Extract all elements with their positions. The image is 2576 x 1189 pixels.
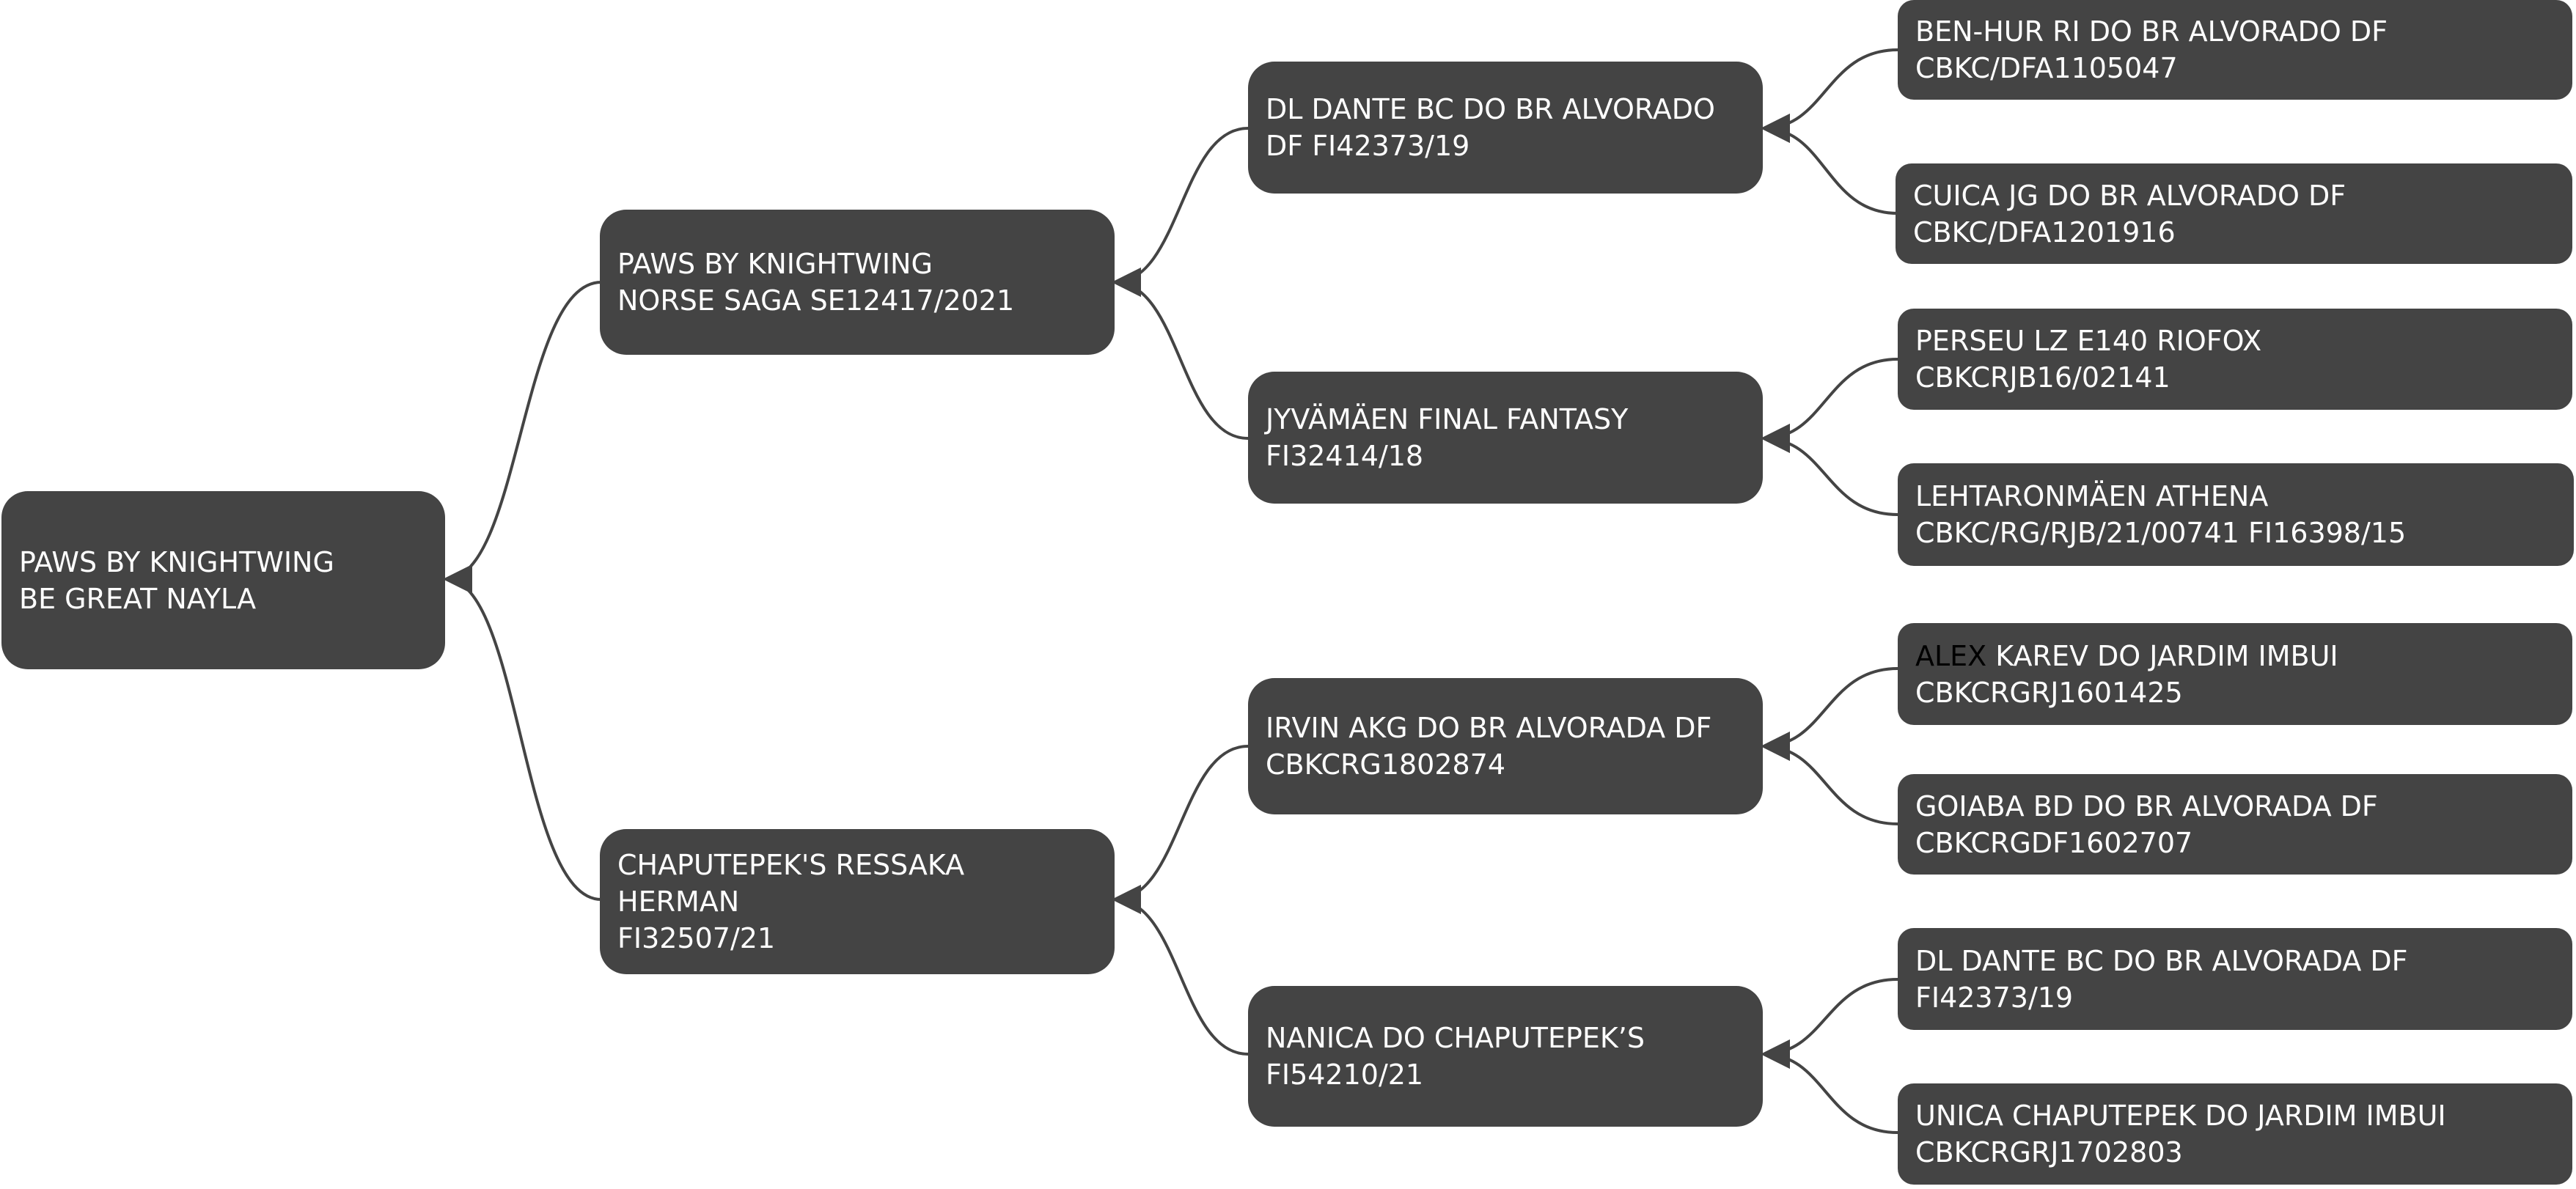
subject-name-line2: BE GREAT NAYLA [19, 582, 257, 615]
connector-sire-sire-to-sire [1112, 127, 1249, 297]
node-dd-sire: DL DANTE BC DO BR ALVORADA DF FI42373/19 [1898, 928, 2572, 1030]
node-subject: PAWS BY KNIGHTWING BE GREAT NAYLA [1, 491, 445, 669]
dd-sire-line2: FI42373/19 [1915, 981, 2074, 1014]
dam-sire-line2: CBKCRG1802874 [1266, 748, 1506, 781]
node-ss-dam: CUICA JG DO BR ALVORADO DF CBKC/DFA12019… [1896, 163, 2572, 264]
node-dam-dam: NANICA DO CHAPUTEPEK’S FI54210/21 [1248, 986, 1763, 1127]
sire-dam-line2: FI32414/18 [1266, 440, 1424, 472]
connector-sd-dam [1761, 424, 1898, 516]
ss-dam-line2: CBKC/DFA1201916 [1913, 216, 2176, 249]
node-dam: CHAPUTEPEK'S RESSAKA HERMAN FI32507/21 [600, 829, 1115, 974]
connector-dd-dam [1761, 1039, 1898, 1134]
connector-sd-sire [1761, 358, 1898, 453]
node-dd-dam: UNICA CHAPUTEPEK DO JARDIM IMBUI CBKCRGR… [1898, 1083, 2572, 1185]
dam-dam-line2: FI54210/21 [1266, 1059, 1424, 1091]
connector-dam-to-subject [443, 564, 602, 901]
sd-sire-line2: CBKCRJB16/02141 [1915, 361, 2170, 394]
ss-sire-line1: BEN-HUR RI DO BR ALVORADO DF [1915, 15, 2388, 48]
node-sd-sire: PERSEU LZ E140 RIOFOX CBKCRJB16/02141 [1898, 309, 2572, 410]
dam-sire-line1: IRVIN AKG DO BR ALVORADA DF [1266, 712, 1712, 744]
connector-dam-dam-to-dam [1112, 885, 1249, 1056]
ds-dam-line1: GOIABA BD DO BR ALVORADA DF [1915, 789, 2378, 822]
sire-dam-line1: JYVÄMÄEN FINAL FANTASY [1266, 403, 1629, 435]
dam-line2: HERMAN [617, 886, 740, 918]
sd-dam-line1: LEHTARONMÄEN ATHENA [1915, 480, 2269, 512]
node-ss-sire: BEN-HUR RI DO BR ALVORADO DF CBKC/DFA110… [1898, 0, 2572, 100]
dd-sire-line1: DL DANTE BC DO BR ALVORADA DF [1915, 944, 2408, 977]
connector-dam-sire-to-dam [1112, 745, 1249, 914]
connector-sire-dam-to-sire [1112, 268, 1249, 440]
dam-line3: FI32507/21 [617, 922, 776, 954]
ds-sire-line2: CBKCRGRJ1601425 [1915, 676, 2183, 709]
node-ds-sire: ALEX KAREV DO JARDIM IMBUI CBKCRGRJ16014… [1898, 623, 2572, 725]
ds-sire-rest-text: KAREV DO JARDIM IMBUI [1986, 639, 2338, 672]
connector-ss-dam [1761, 114, 1898, 215]
dam-dam-line1: NANICA DO CHAPUTEPEK’S [1266, 1022, 1645, 1054]
ss-sire-line2: CBKC/DFA1105047 [1915, 52, 2178, 84]
ss-dam-line1: CUICA JG DO BR ALVORADO DF [1913, 179, 2346, 212]
node-sire-dam: JYVÄMÄEN FINAL FANTASY FI32414/18 [1248, 372, 1763, 504]
sire-sire-line1: DL DANTE BC DO BR ALVORADO [1266, 93, 1715, 125]
connector-ss-sire [1761, 48, 1898, 143]
connector-ds-sire [1761, 667, 1898, 761]
node-sire-sire: DL DANTE BC DO BR ALVORADO DF FI42373/19 [1248, 62, 1763, 194]
node-ds-dam: GOIABA BD DO BR ALVORADA DF CBKCRGDF1602… [1898, 774, 2572, 875]
sire-line1: PAWS BY KNIGHTWING [617, 248, 933, 280]
node-sd-dam: LEHTARONMÄEN ATHENA CBKC/RG/RJB/21/00741… [1898, 463, 2574, 566]
sire-line2: NORSE SAGA SE12417/2021 [617, 284, 1015, 317]
connector-ds-dam [1761, 732, 1898, 825]
dd-dam-line2: CBKCRGRJ1702803 [1915, 1136, 2183, 1168]
ds-sire-line1: ALEX KAREV DO JARDIM IMBUI [1915, 638, 2555, 674]
sire-sire-line2: DF FI42373/19 [1266, 130, 1470, 162]
connector-sire-to-subject [443, 281, 602, 594]
sd-sire-line1: PERSEU LZ E140 RIOFOX [1915, 325, 2262, 357]
node-sire: PAWS BY KNIGHTWING NORSE SAGA SE12417/20… [600, 210, 1115, 355]
dam-line1: CHAPUTEPEK'S RESSAKA [617, 849, 965, 881]
ds-dam-line2: CBKCRGDF1602707 [1915, 826, 2193, 859]
subject-name-line1: PAWS BY KNIGHTWING [19, 545, 334, 578]
sd-dam-line2: CBKC/RG/RJB/21/00741 FI16398/15 [1915, 517, 2407, 549]
node-dam-sire: IRVIN AKG DO BR ALVORADA DF CBKCRG180287… [1248, 678, 1763, 814]
ds-sire-highlight-text: ALEX [1915, 639, 1987, 672]
connector-dd-sire [1761, 978, 1898, 1069]
dd-dam-line1: UNICA CHAPUTEPEK DO JARDIM IMBUI [1915, 1100, 2446, 1132]
